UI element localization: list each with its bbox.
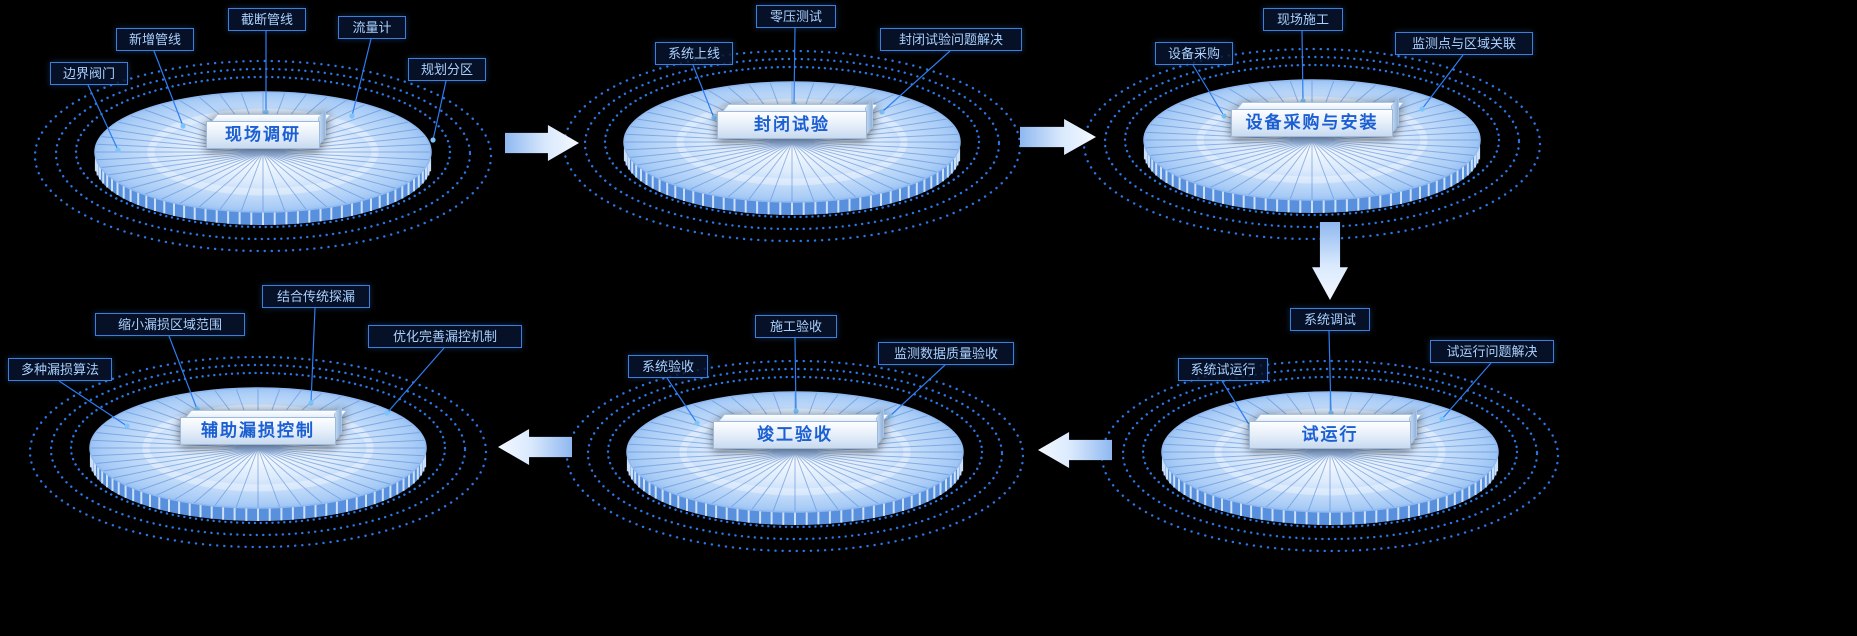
callout-label[interactable]: 零压测试 <box>756 5 836 28</box>
callout-label[interactable]: 系统试运行 <box>1178 358 1268 381</box>
callout-label[interactable]: 多种漏损算法 <box>8 358 112 381</box>
callout-label[interactable]: 封闭试验问题解决 <box>880 28 1022 51</box>
disc-wall-stripes <box>626 458 964 525</box>
stage-node-3[interactable]: 设备采购与安装 <box>1231 95 1405 137</box>
platform-disc-graphic <box>28 355 488 549</box>
platform-disc-graphic <box>562 49 1022 243</box>
disc-wall-stripes <box>623 148 961 215</box>
platform-disc-graphic <box>565 359 1025 553</box>
dotted-orbit-rings <box>33 59 493 253</box>
disc-wall-stripes <box>89 454 427 521</box>
disc-wall-stripes <box>94 158 432 225</box>
callout-label[interactable]: 系统调试 <box>1290 308 1370 331</box>
dotted-orbit-rings <box>1100 359 1560 553</box>
callout-label[interactable]: 缩小漏损区域范围 <box>95 313 245 336</box>
stage-title: 试运行 <box>1249 421 1411 449</box>
platform-stage-5 <box>560 352 1030 564</box>
callout-label[interactable]: 现场施工 <box>1263 8 1343 31</box>
callout-label[interactable]: 监测点与区域关联 <box>1395 32 1533 55</box>
disc-rim <box>89 387 427 509</box>
callout-label[interactable]: 边界阀门 <box>50 62 128 85</box>
callout-label[interactable]: 结合传统探漏 <box>262 285 370 308</box>
stage-node-1[interactable]: 现场调研 <box>206 107 332 149</box>
callout-label[interactable]: 设备采购 <box>1155 42 1233 65</box>
callout-label[interactable]: 新增管线 <box>116 28 194 51</box>
disc-rim <box>623 81 961 203</box>
callout-label[interactable]: 系统上线 <box>655 42 733 65</box>
disc-wall-stripes <box>1161 458 1499 525</box>
callout-label[interactable]: 流量计 <box>338 16 406 39</box>
callout-label[interactable]: 试运行问题解决 <box>1430 340 1554 363</box>
stage-title: 竣工验收 <box>712 421 878 449</box>
stage-node-4[interactable]: 试运行 <box>1249 407 1423 449</box>
disc-rim <box>94 91 432 213</box>
dotted-orbit-rings <box>1082 47 1542 241</box>
callout-label[interactable]: 截断管线 <box>228 8 306 31</box>
stage-node-5[interactable]: 竣工验收 <box>712 407 889 449</box>
platform-stage-6 <box>23 348 493 560</box>
stage-title: 设备采购与安装 <box>1231 109 1393 137</box>
stage-node-6[interactable]: 辅助漏损控制 <box>180 403 348 445</box>
platform-stage-2 <box>557 42 1027 254</box>
stage-title: 封闭试验 <box>717 111 867 139</box>
stage-title: 现场调研 <box>206 121 320 149</box>
callout-label[interactable]: 规划分区 <box>408 58 486 81</box>
callout-label[interactable]: 优化完善漏控机制 <box>368 325 522 348</box>
callout-label[interactable]: 施工验收 <box>755 315 837 338</box>
stage-node-2[interactable]: 封闭试验 <box>717 97 879 139</box>
dotted-orbit-rings <box>28 355 488 549</box>
callout-label[interactable]: 监测数据质量验收 <box>878 342 1014 365</box>
stage-title: 辅助漏损控制 <box>180 417 336 445</box>
disc-rim <box>1143 79 1481 201</box>
callout-label[interactable]: 系统验收 <box>628 355 708 378</box>
dotted-orbit-rings <box>565 359 1025 553</box>
disc-wall-stripes <box>1143 146 1481 213</box>
